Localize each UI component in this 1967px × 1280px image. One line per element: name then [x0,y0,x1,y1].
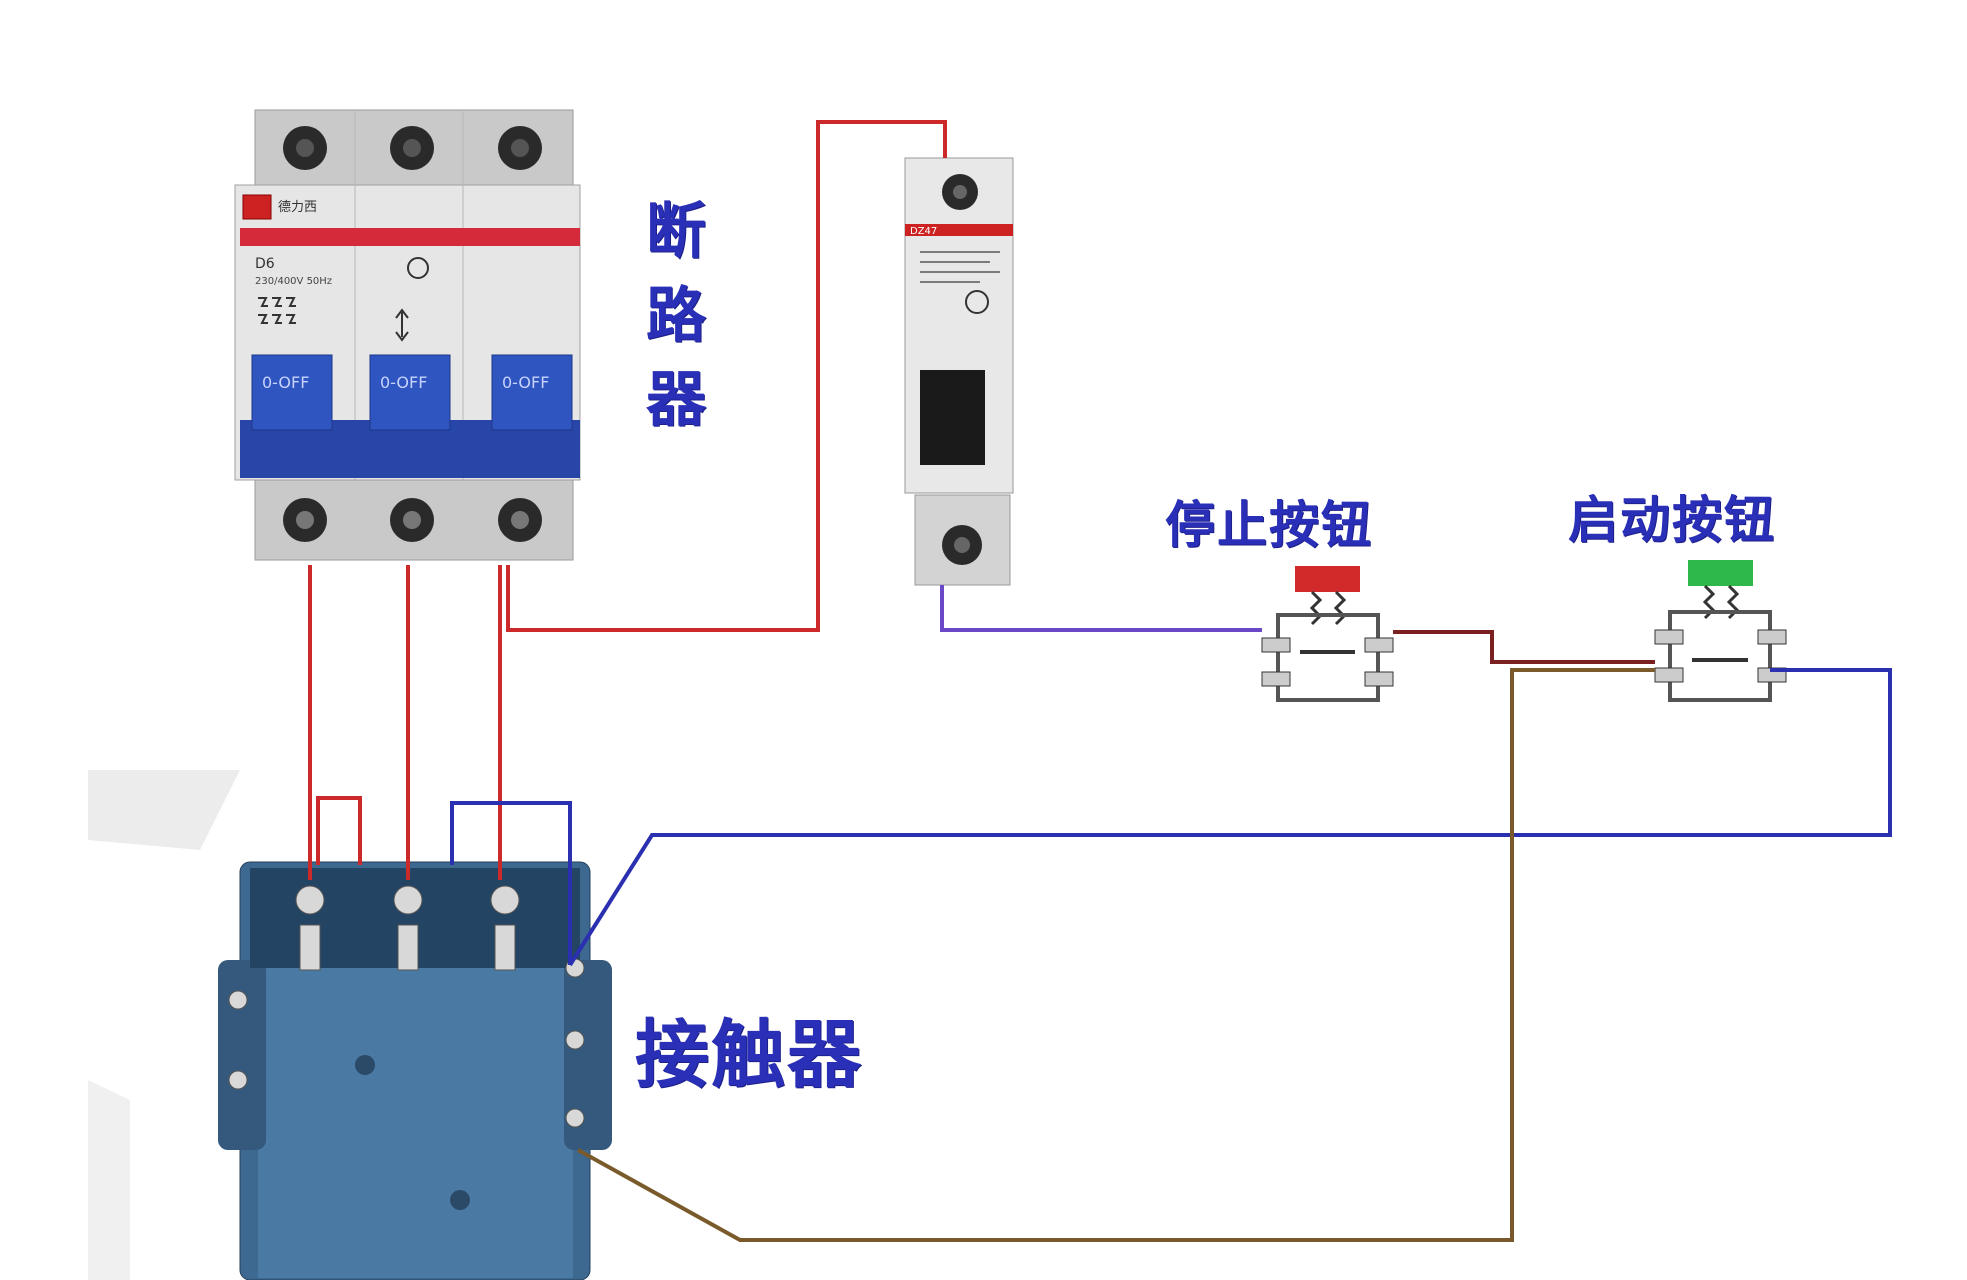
stop-button-cap [1295,566,1360,592]
wire-red [506,120,947,632]
contactor-device [218,861,612,1280]
breaker-model-text: D6 [255,256,275,272]
wire-brown [577,668,1655,1242]
start-button-device [1654,560,1787,702]
breaker-red-stripe [240,228,580,246]
screw-terminal-icon [283,126,542,542]
breaker-lever [251,354,333,431]
breaker-lever [491,354,573,431]
breaker-ccc-mark [407,257,429,279]
lever-text: 0-OFF [380,373,427,392]
wire-darkred [1393,630,1655,664]
breaker-lever [369,354,451,431]
background-shadow [88,770,240,1280]
wire-blue [450,801,572,965]
breaker-label: 断路器 [646,197,708,435]
breaker-symbol-icon [258,297,296,324]
wire-red [316,796,362,865]
wire-blue [568,668,1892,967]
three-pole-breaker: D6 230/400V 50Hz 0-OFF 0-OFF 0-OFF [234,109,581,561]
single-breaker-stripe [905,224,1013,236]
ccc-mark-icon [965,290,989,314]
single-pole-breaker: DZ47 [904,157,1014,586]
wire-purple [940,585,1262,632]
wires [308,120,1892,1242]
stop-button-device [1261,566,1394,702]
stop-button-label: 停止按钮 [1165,496,1373,554]
start-button-cap [1688,560,1753,586]
lever-text: 0-OFF [262,373,309,392]
start-button-label: 启动按钮 [1568,491,1776,549]
single-breaker-lever [920,370,985,465]
single-breaker-model: DZ47 [910,226,937,237]
lever-text: 0-OFF [502,373,549,392]
contactor-label: 接触器 [635,1012,863,1098]
brand-mark: 德力西 [278,200,318,215]
breaker-rating-text: 230/400V 50Hz [255,276,332,287]
screw-terminal-icon [228,885,585,1128]
